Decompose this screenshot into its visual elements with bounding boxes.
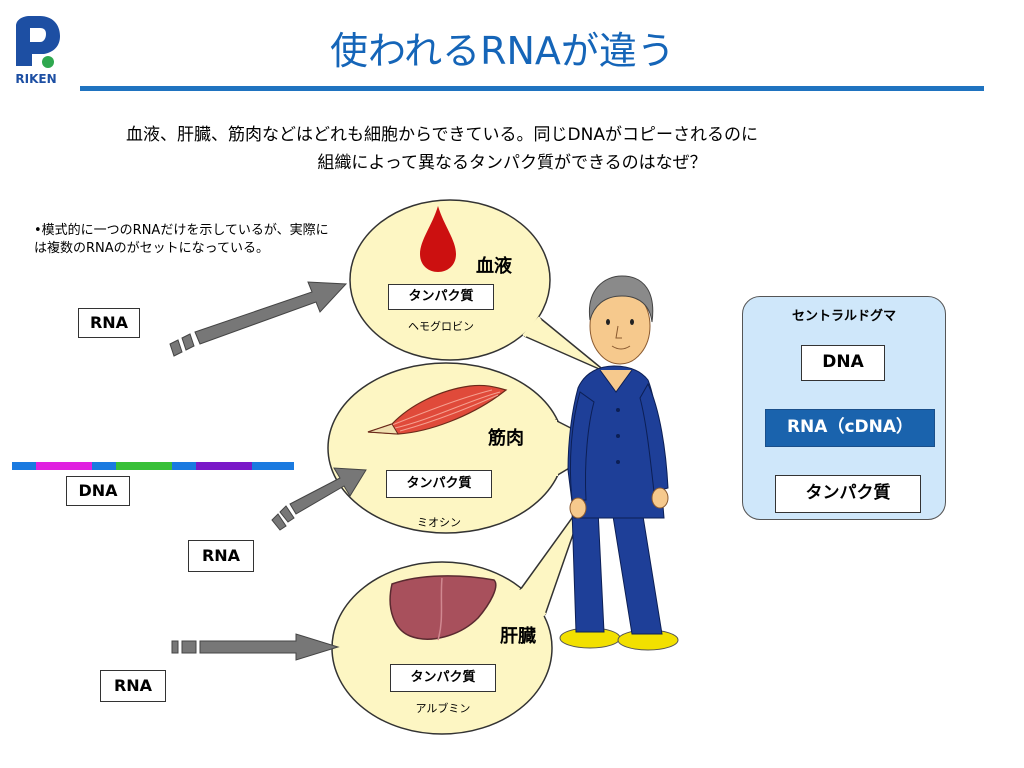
dogma-dna-box: DNA bbox=[801, 345, 885, 381]
dna-strip-segment bbox=[172, 462, 196, 470]
dna-strip bbox=[12, 462, 294, 470]
dna-strip-segment bbox=[36, 462, 92, 470]
rna-arrow-2 bbox=[271, 467, 367, 531]
organ-label-blood: 血液 bbox=[476, 256, 512, 277]
rna-label-3: RNA bbox=[100, 670, 166, 702]
dna-strip-segment bbox=[196, 462, 252, 470]
muscle-icon bbox=[367, 384, 508, 435]
page-title: 使われるRNAが違う bbox=[330, 29, 675, 73]
protein-box-blood: タンパク質 bbox=[388, 284, 494, 310]
rna-label-2: RNA bbox=[188, 540, 254, 572]
dna-label: DNA bbox=[66, 476, 130, 506]
dogma-protein-box: タンパク質 bbox=[775, 475, 921, 513]
dogma-rna-box: RNA（cDNA） bbox=[765, 409, 935, 447]
bubble-blood bbox=[349, 199, 607, 373]
question-line-2: 組織によって異なるタンパク質ができるのはなぜ？ bbox=[317, 153, 707, 173]
blood-drop-icon bbox=[420, 206, 456, 272]
logo-text: RIKEN bbox=[15, 72, 57, 86]
protein-name-blood: ヘモグロビン bbox=[408, 320, 474, 333]
dna-strip-segment bbox=[92, 462, 116, 470]
note-text: •模式的に一つのRNAだけを示しているが、実際には複数のRNAのがセットになって… bbox=[34, 223, 329, 256]
rna-arrow-1 bbox=[169, 281, 348, 357]
dna-strip-segment bbox=[252, 462, 294, 470]
protein-name-liver: アルブミン bbox=[415, 702, 471, 715]
protein-name-muscle: ミオシン bbox=[417, 516, 461, 529]
central-dogma-panel: セントラルドグマ DNA RNA（cDNA） タンパク質 bbox=[742, 296, 946, 520]
riken-logo-icon bbox=[16, 16, 60, 68]
dna-strip-segment bbox=[116, 462, 172, 470]
dna-strip-segment bbox=[12, 462, 36, 470]
liver-icon bbox=[389, 575, 497, 641]
title-underline bbox=[80, 86, 984, 91]
person-illustration bbox=[559, 275, 679, 651]
rna-label-1: RNA bbox=[78, 308, 140, 338]
question-line-1: 血液、肝臓、筋肉などはどれも細胞からできている。同じDNAがコピーされるのに bbox=[126, 125, 758, 145]
protein-box-muscle: タンパク質 bbox=[386, 470, 492, 498]
protein-box-liver: タンパク質 bbox=[390, 664, 496, 692]
riken-logo: RIKEN bbox=[8, 12, 64, 92]
organ-label-muscle: 筋肉 bbox=[488, 428, 524, 449]
rna-arrow-3 bbox=[171, 633, 340, 661]
organ-label-liver: 肝臓 bbox=[500, 626, 536, 647]
central-dogma-title: セントラルドグマ bbox=[791, 309, 896, 324]
